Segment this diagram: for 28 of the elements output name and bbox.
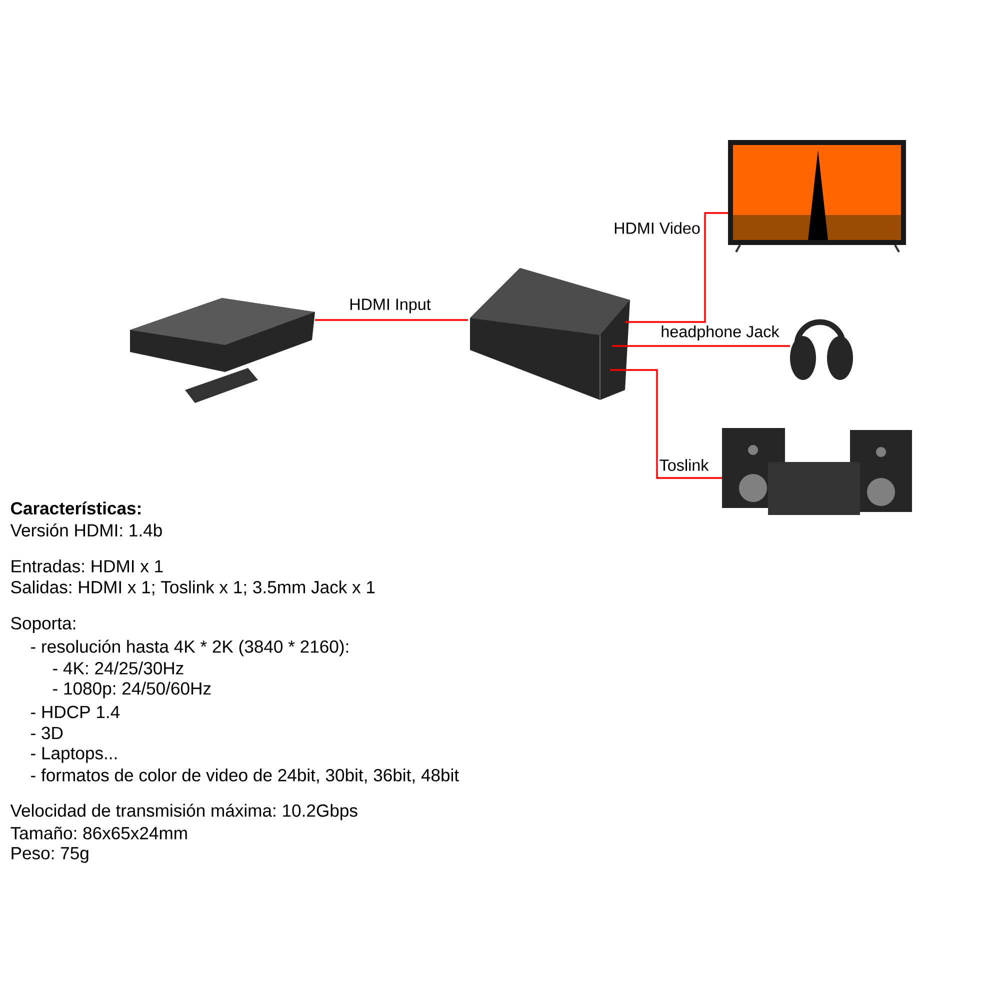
spec-text: - Laptops... bbox=[31, 747, 117, 763]
spec-text: - resolución hasta 4K * 2K (3840 * 2160): bbox=[31, 640, 348, 656]
spec-text: Peso: 75g bbox=[12, 847, 88, 863]
connector-line bbox=[612, 345, 790, 347]
spec-text: Versión HDMI: 1.4b bbox=[10, 523, 162, 537]
dvd-player-drawing bbox=[130, 298, 315, 403]
audio-extractor-drawing bbox=[470, 268, 630, 400]
spec-text: - 4K: 24/25/30Hz bbox=[53, 662, 184, 674]
tv-drawing bbox=[728, 140, 906, 254]
spec-text: - 1080p: 24/50/60Hz bbox=[53, 682, 211, 698]
headphones-drawing bbox=[790, 319, 854, 380]
edge-label: Toslink bbox=[660, 459, 709, 471]
spec-text: - HDCP 1.4 bbox=[31, 706, 120, 718]
edge-label: HDMI Video bbox=[614, 222, 700, 234]
spec-text: Características: bbox=[11, 501, 140, 515]
spec-text: Salidas: HDMI x 1; Toslink x 1; 3.5mm Jack x 1 bbox=[11, 580, 375, 596]
connector-line bbox=[625, 212, 728, 323]
spec-text: Entradas: HDMI x 1 bbox=[12, 560, 163, 572]
spec-text: Soporta: bbox=[11, 617, 76, 633]
connector-line bbox=[315, 319, 468, 321]
spec-text: - 3D bbox=[31, 726, 63, 740]
spec-text: Velocidad de transmisión máxima: 10.2Gbps bbox=[10, 804, 358, 820]
stereo-system-drawing bbox=[722, 428, 912, 515]
spec-text: - formatos de color de video de 24bit, 30bit, 36bit, 48bit bbox=[31, 768, 459, 784]
edge-label: headphone Jack bbox=[662, 325, 780, 341]
spec-text: Tamaño: 86x65x24mm bbox=[10, 826, 187, 840]
edge-label: HDMI Input bbox=[350, 298, 431, 314]
connector-line bbox=[610, 369, 722, 479]
